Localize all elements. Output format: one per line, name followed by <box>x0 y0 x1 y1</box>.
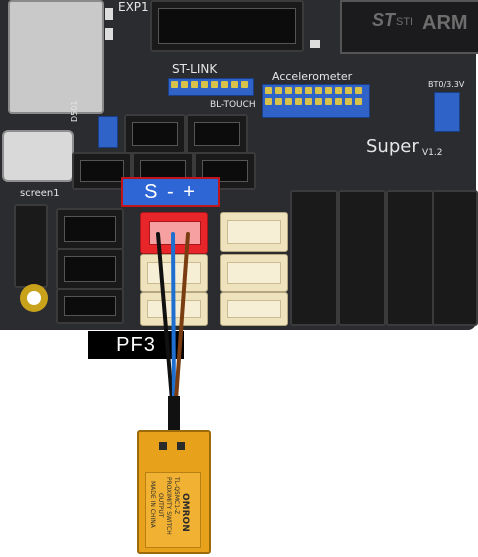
thermistor-connector <box>220 292 288 326</box>
usb-c-port <box>2 130 74 182</box>
cable-jacket <box>168 396 180 432</box>
accelerometer-header <box>262 84 370 118</box>
fan-connector <box>56 288 124 324</box>
bt0-label: BT0/3.3V <box>428 80 465 89</box>
smd-component <box>310 40 320 48</box>
driver-connector <box>432 190 478 326</box>
pin-order-text: S - + <box>144 180 197 203</box>
exp1-label: EXP1 <box>118 0 149 14</box>
driver-connector <box>290 190 338 326</box>
screen-connector <box>14 204 48 288</box>
sensor-made-in: MADE IN CHINA <box>149 481 156 528</box>
sensor-model: TL-Q5MC1-Z <box>173 477 180 515</box>
bt0-header <box>434 92 460 132</box>
driver-connector <box>386 190 434 326</box>
sensor-hole <box>159 442 167 450</box>
exp1-connector <box>150 0 304 52</box>
d501-header <box>98 116 118 148</box>
signal-wire <box>156 232 174 402</box>
accelerometer-label: Accelerometer <box>272 70 353 83</box>
fan-connector <box>56 208 124 250</box>
st-chip-text: STI <box>396 16 414 28</box>
sensor-brand: OMRON <box>180 493 190 532</box>
sensor-hole <box>177 442 185 450</box>
thermistor-connector <box>220 254 288 292</box>
mounting-hole <box>20 284 48 312</box>
sensor-output: OUTPUT <box>157 493 164 518</box>
proximity-sensor: OMRON TL-Q5MC1-Z PROXIMITY SWITCH OUTPUT… <box>137 430 211 554</box>
thermistor-connector <box>220 212 288 252</box>
st-link-header <box>168 78 254 96</box>
sensor-type: PROXIMITY SWITCH <box>165 477 172 535</box>
driver-connector <box>338 190 386 326</box>
mcu-chip: ST STI ARM <box>340 0 478 54</box>
ground-wire <box>171 232 176 402</box>
st-link-label: ST-LINK <box>172 62 218 76</box>
screen1-label: screen1 <box>20 188 60 199</box>
sd-card-slot <box>8 0 104 114</box>
sensor-label-plate: OMRON TL-Q5MC1-Z PROXIMITY SWITCH OUTPUT… <box>145 472 201 548</box>
pin-name-text: PF3 <box>116 333 156 356</box>
brand-logo: Super <box>366 136 419 157</box>
pin-order-label: S - + <box>121 177 220 207</box>
st-logo: ST <box>372 10 396 30</box>
brand-version: V1.2 <box>422 148 443 158</box>
smd-component <box>105 28 113 40</box>
smd-component <box>105 8 113 20</box>
arm-logo: ARM <box>422 12 468 34</box>
bl-touch-label: BL-TOUCH <box>210 100 256 110</box>
power-wire <box>174 232 190 402</box>
